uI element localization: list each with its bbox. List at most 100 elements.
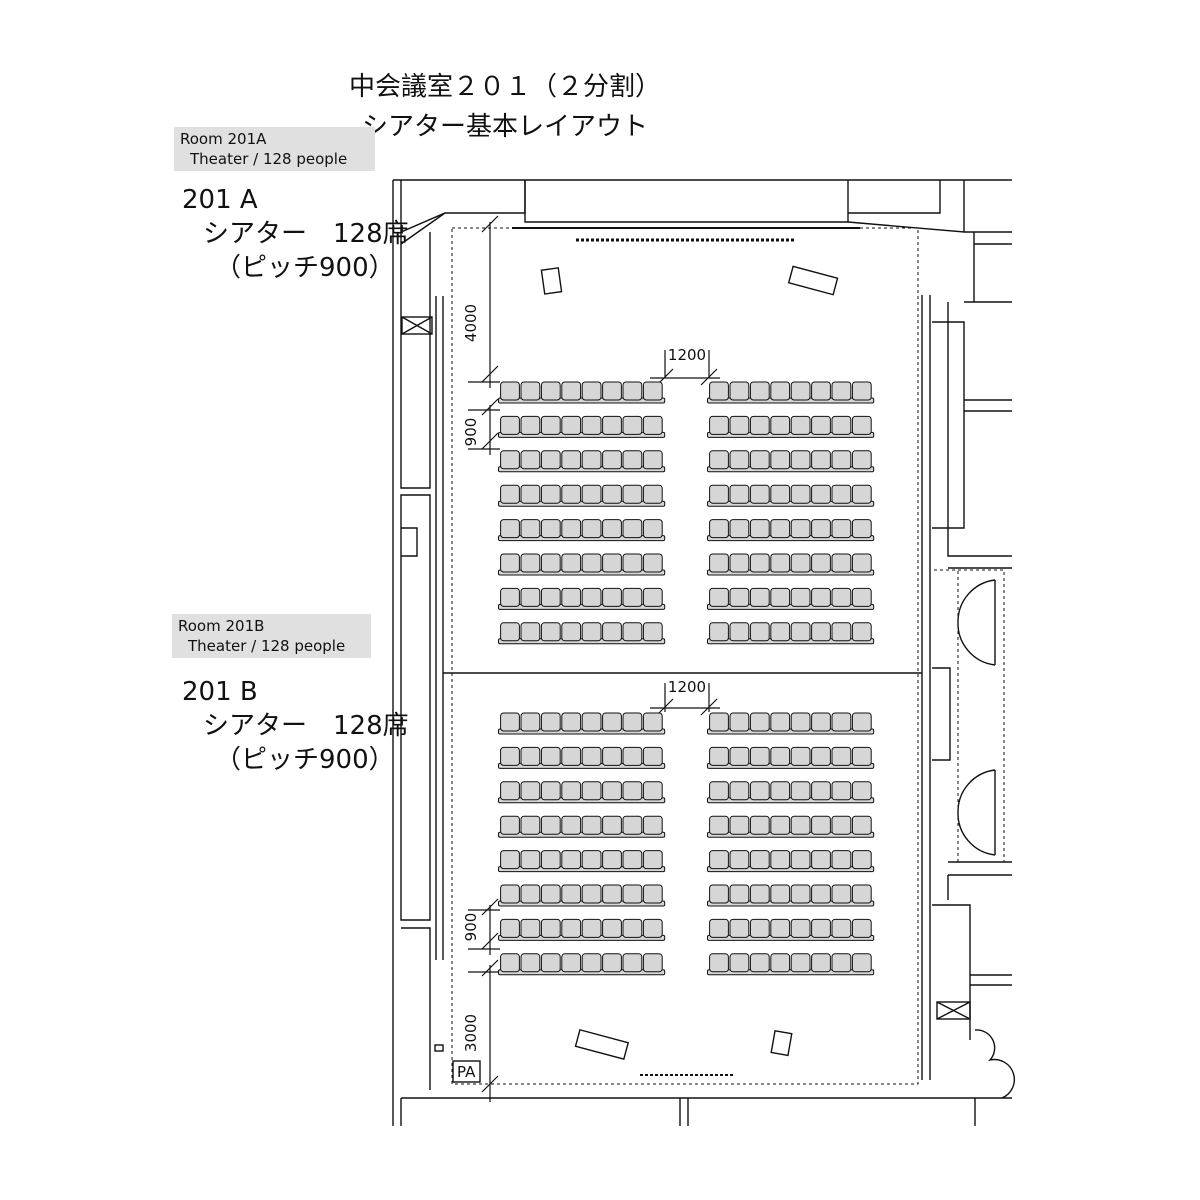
seat bbox=[790, 587, 811, 607]
seat bbox=[729, 953, 750, 973]
seat bbox=[622, 553, 643, 573]
seat bbox=[520, 415, 541, 435]
seat bbox=[602, 484, 622, 504]
seat bbox=[851, 519, 872, 539]
seat bbox=[831, 815, 852, 835]
seat bbox=[770, 519, 791, 539]
seat bbox=[622, 415, 643, 435]
seat bbox=[642, 553, 663, 573]
seat bbox=[790, 484, 811, 504]
seat bbox=[581, 450, 602, 470]
dim-rear-clearance-b: 3000 bbox=[462, 1014, 480, 1052]
seat bbox=[540, 381, 561, 401]
seat bbox=[622, 712, 643, 732]
seat bbox=[561, 553, 582, 573]
seat bbox=[811, 381, 831, 401]
seat bbox=[749, 815, 770, 835]
seat bbox=[811, 850, 831, 870]
seat bbox=[500, 553, 520, 573]
seat bbox=[749, 622, 770, 642]
seat bbox=[709, 884, 729, 904]
seat bbox=[811, 746, 831, 766]
seat bbox=[729, 746, 750, 766]
seat bbox=[581, 884, 602, 904]
seat bbox=[602, 746, 622, 766]
seat bbox=[520, 918, 541, 938]
seat bbox=[770, 484, 791, 504]
seat bbox=[500, 587, 520, 607]
seat bbox=[770, 450, 791, 470]
room-a-tag: Room 201A Theater / 128 people bbox=[174, 127, 375, 171]
seat bbox=[729, 712, 750, 732]
seat bbox=[602, 450, 622, 470]
seat bbox=[642, 381, 663, 401]
room-b-pitch: （ピッチ900） bbox=[215, 745, 395, 775]
seat bbox=[602, 918, 622, 938]
seat bbox=[520, 850, 541, 870]
seat bbox=[851, 587, 872, 607]
seat bbox=[500, 781, 520, 801]
room-b-name: 201 B bbox=[182, 677, 258, 707]
seat bbox=[642, 415, 663, 435]
seat bbox=[520, 519, 541, 539]
seat bbox=[831, 381, 852, 401]
seat bbox=[729, 381, 750, 401]
seat bbox=[749, 450, 770, 470]
seat bbox=[790, 746, 811, 766]
seat bbox=[811, 484, 831, 504]
seat bbox=[709, 415, 729, 435]
seat bbox=[561, 781, 582, 801]
seat bbox=[749, 781, 770, 801]
seat bbox=[851, 712, 872, 732]
seat bbox=[540, 746, 561, 766]
seat bbox=[831, 918, 852, 938]
seat bbox=[851, 850, 872, 870]
room-a-tag-name: Room 201A bbox=[180, 130, 267, 148]
seat bbox=[581, 781, 602, 801]
seat bbox=[709, 712, 729, 732]
seat bbox=[749, 587, 770, 607]
seat bbox=[831, 781, 852, 801]
room-b-tag: Room 201B Theater / 128 people bbox=[172, 614, 371, 658]
seat bbox=[540, 918, 561, 938]
seat bbox=[770, 553, 791, 573]
seat bbox=[500, 622, 520, 642]
column-box-a bbox=[401, 316, 433, 335]
seat bbox=[520, 450, 541, 470]
seat bbox=[811, 712, 831, 732]
seat bbox=[709, 746, 729, 766]
seat bbox=[790, 553, 811, 573]
dim-aisle-b: 1200 bbox=[668, 678, 706, 696]
seat bbox=[500, 381, 520, 401]
dim-row-pitch-b: 900 bbox=[462, 913, 480, 942]
seat bbox=[581, 415, 602, 435]
seat bbox=[811, 415, 831, 435]
seat bbox=[622, 953, 643, 973]
seat bbox=[709, 781, 729, 801]
seat bbox=[561, 587, 582, 607]
seat bbox=[811, 587, 831, 607]
seat bbox=[729, 884, 750, 904]
seat bbox=[581, 553, 602, 573]
seat bbox=[622, 746, 643, 766]
seat bbox=[602, 553, 622, 573]
seat bbox=[709, 815, 729, 835]
seat bbox=[500, 484, 520, 504]
seat bbox=[770, 850, 791, 870]
seat bbox=[581, 587, 602, 607]
seat bbox=[790, 450, 811, 470]
seat bbox=[540, 815, 561, 835]
pa-label: PA bbox=[457, 1063, 476, 1081]
seat bbox=[729, 622, 750, 642]
seat bbox=[831, 519, 852, 539]
seat bbox=[851, 884, 872, 904]
seat bbox=[602, 712, 622, 732]
seat bbox=[770, 918, 791, 938]
seat bbox=[561, 622, 582, 642]
seat bbox=[642, 815, 663, 835]
seat bbox=[749, 712, 770, 732]
seat bbox=[602, 884, 622, 904]
dim-front-clearance-a: 4000 bbox=[462, 304, 480, 342]
seat bbox=[831, 850, 852, 870]
